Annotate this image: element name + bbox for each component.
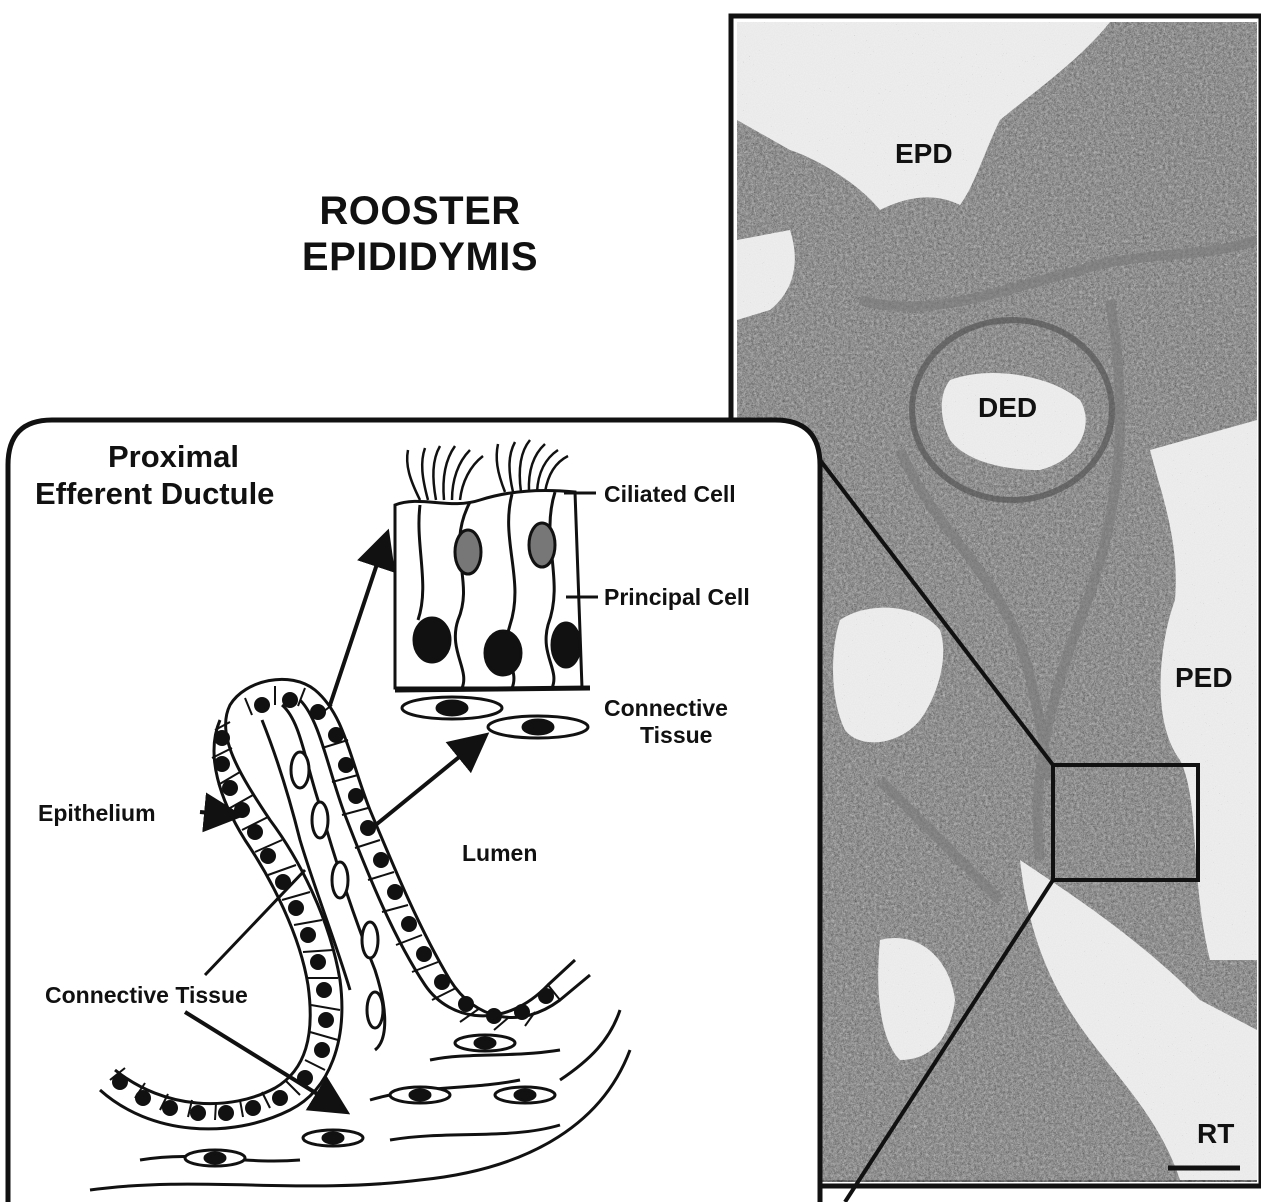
label-connective-tissue-bottom: Connective Tissue: [45, 982, 248, 1009]
schematic-heading-line2: Efferent Ductule: [35, 476, 274, 512]
label-ciliated-cell: Ciliated Cell: [604, 481, 736, 508]
label-principal-cell: Principal Cell: [604, 584, 750, 611]
label-connective-tissue-top-2: Tissue: [640, 722, 712, 749]
zoom-lines: [820, 460, 1053, 1202]
label-lumen: Lumen: [462, 840, 537, 867]
label-epithelium: Epithelium: [38, 800, 156, 827]
label-connective-tissue-top-1: Connective: [604, 695, 728, 722]
schematic-heading-line1: Proximal: [108, 439, 239, 475]
